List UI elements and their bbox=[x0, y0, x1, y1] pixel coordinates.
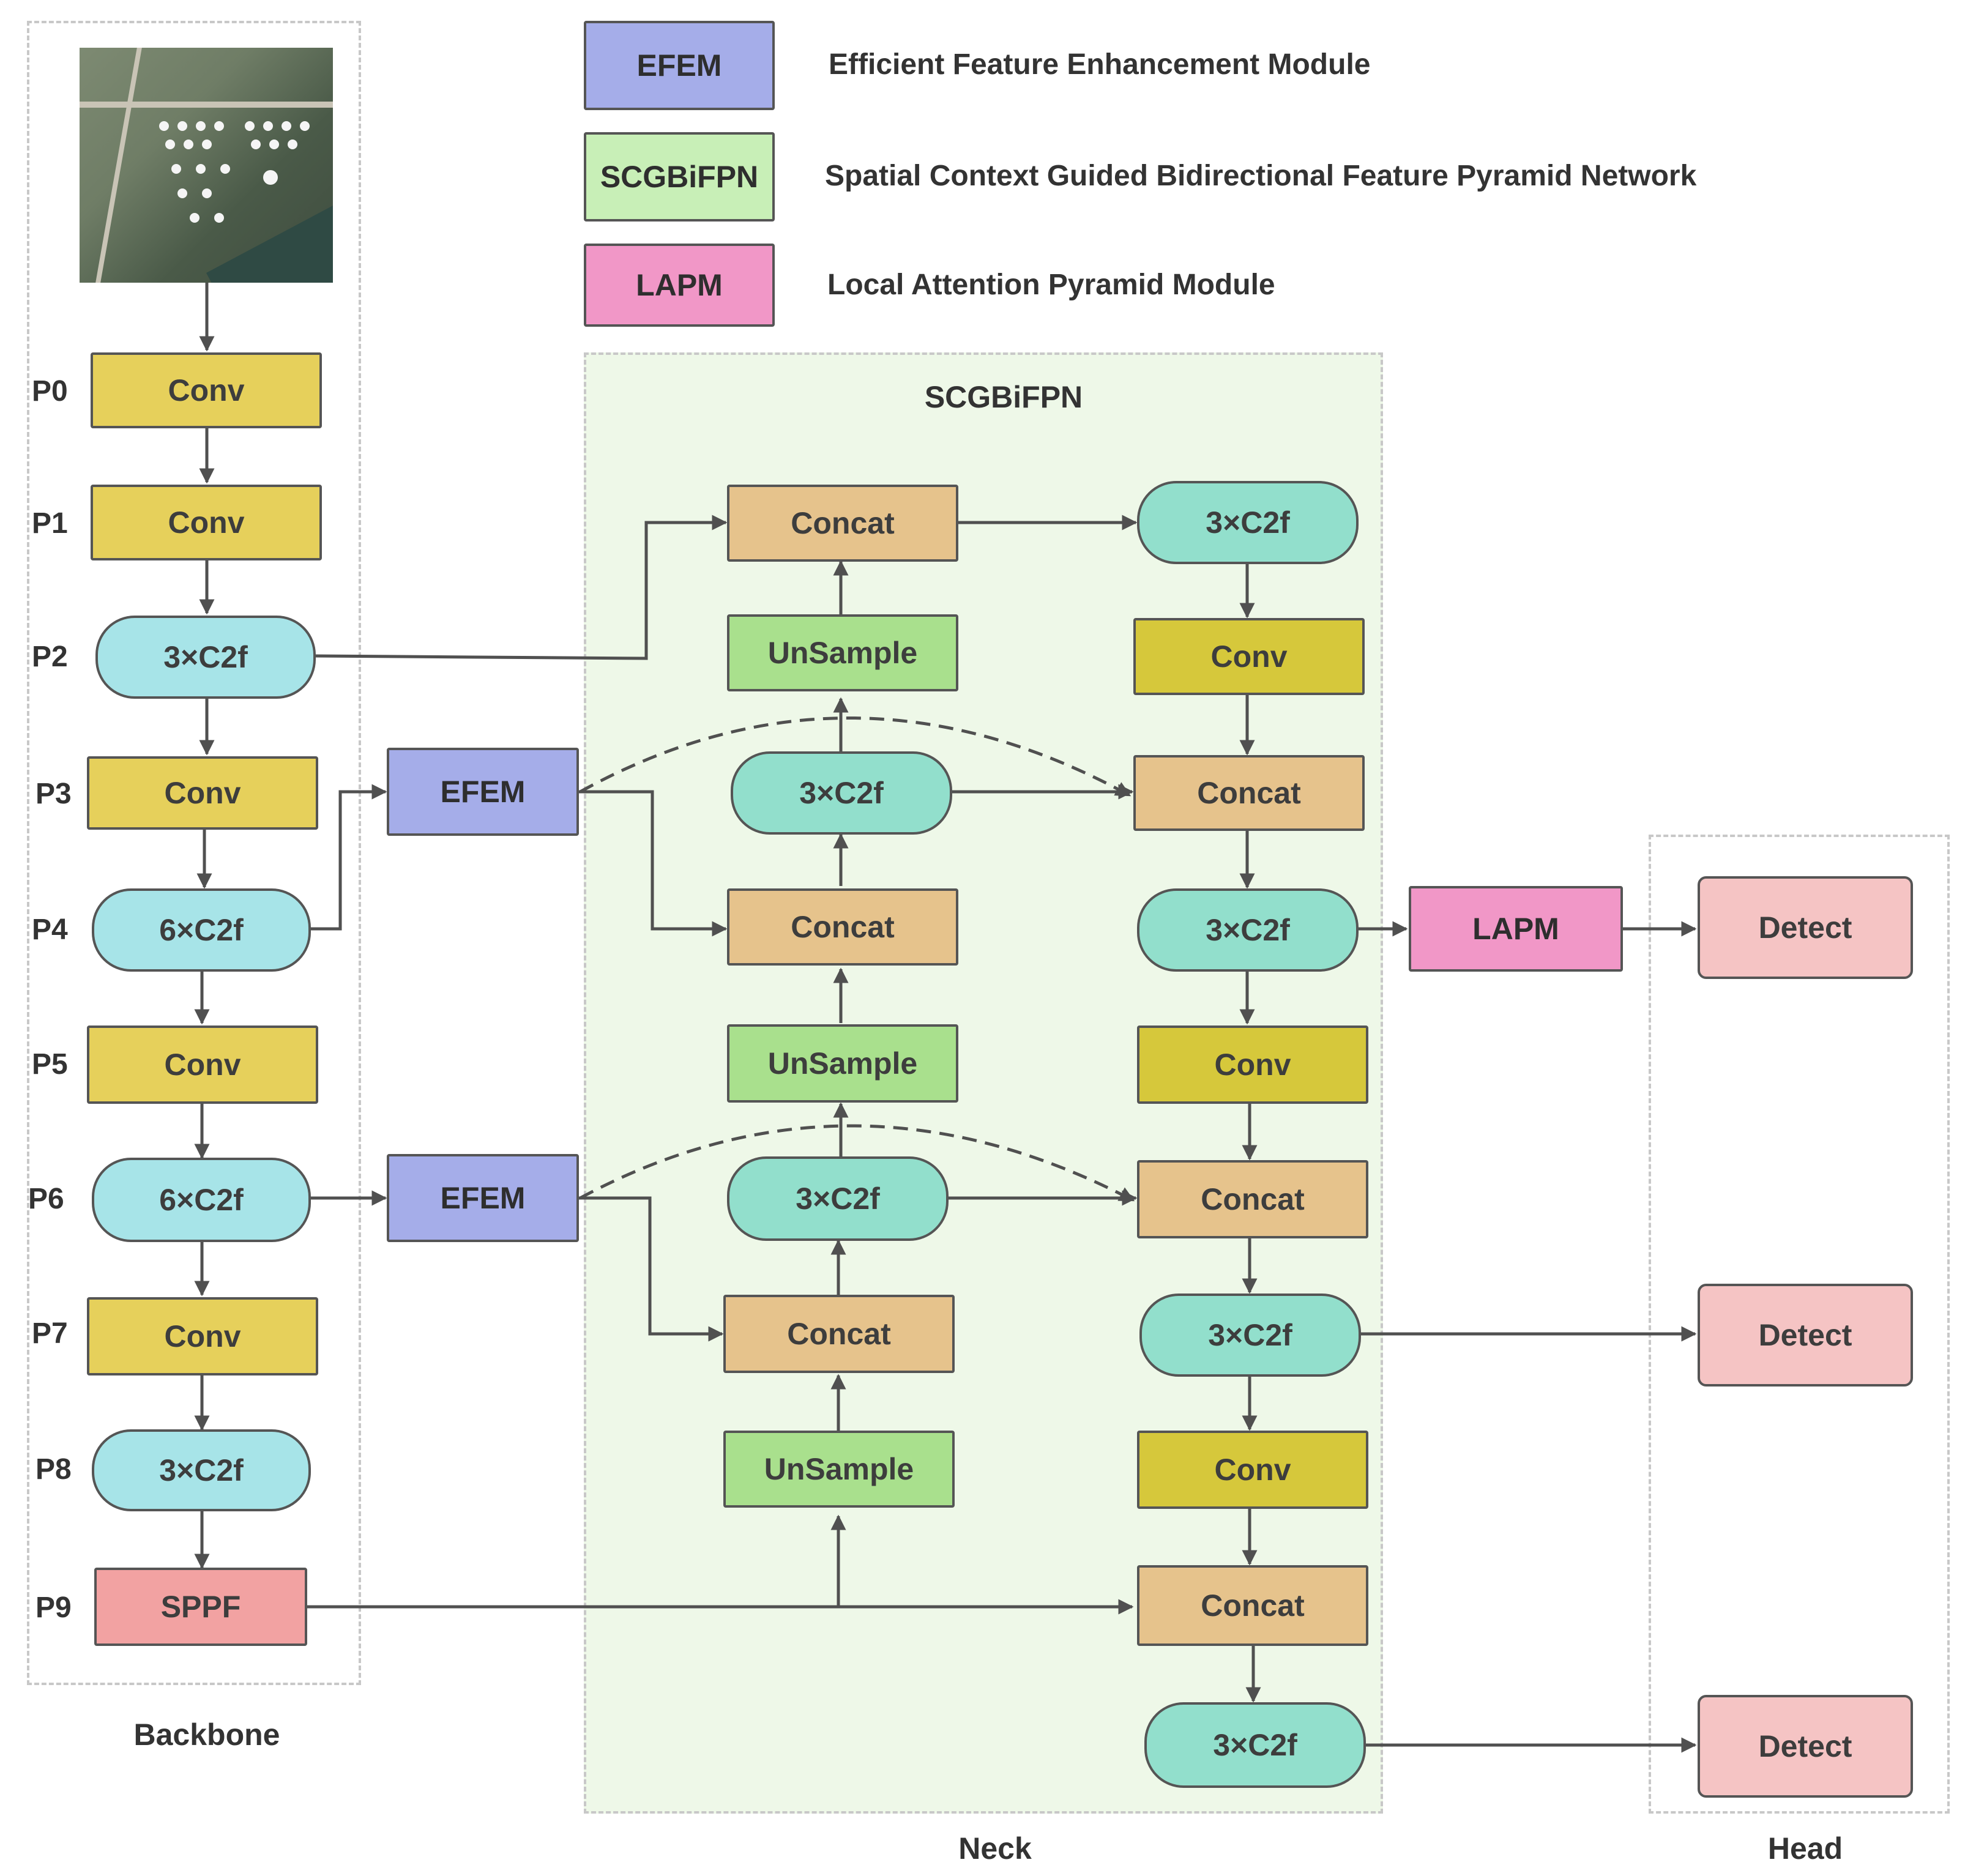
neck-right-concat-3: Concat bbox=[1137, 1565, 1368, 1646]
backbone-p7-conv: Conv bbox=[87, 1297, 318, 1375]
neck-mid-unsample-2: UnSample bbox=[727, 1024, 958, 1103]
level-label-p2: P2 bbox=[32, 641, 68, 673]
input-satellite-image bbox=[80, 48, 333, 283]
neck-title: SCGBiFPN bbox=[924, 380, 1083, 414]
level-label-p4: P4 bbox=[32, 914, 68, 946]
detect-head-1: Detect bbox=[1698, 876, 1913, 979]
level-label-p0: P0 bbox=[32, 375, 68, 408]
lapm-block: LAPM bbox=[1409, 886, 1623, 972]
backbone-p8-c2f: 3×C2f bbox=[92, 1429, 311, 1511]
level-label-p3: P3 bbox=[35, 778, 72, 810]
neck-right-concat-2: Concat bbox=[1137, 1160, 1368, 1238]
legend-scgbifpn-text: Spatial Context Guided Bidirectional Fea… bbox=[825, 160, 1697, 192]
legend-scgbifpn-swatch: SCGBiFPN bbox=[584, 132, 775, 221]
legend-efem-text: Efficient Feature Enhancement Module bbox=[829, 48, 1371, 81]
neck-right-c2f-3: 3×C2f bbox=[1139, 1293, 1361, 1377]
level-label-p5: P5 bbox=[32, 1048, 68, 1081]
neck-right-conv-3: Conv bbox=[1137, 1431, 1368, 1509]
neck-right-c2f-1: 3×C2f bbox=[1137, 481, 1359, 564]
backbone-p4-c2f: 6×C2f bbox=[92, 888, 311, 972]
backbone-region bbox=[27, 21, 361, 1685]
neck-right-c2f-4: 3×C2f bbox=[1144, 1702, 1366, 1788]
backbone-p6-c2f: 6×C2f bbox=[92, 1158, 311, 1242]
legend-lapm-swatch: LAPM bbox=[584, 244, 775, 327]
level-label-p6: P6 bbox=[28, 1183, 64, 1215]
level-label-p8: P8 bbox=[35, 1453, 72, 1486]
legend-lapm-text: Local Attention Pyramid Module bbox=[827, 269, 1275, 301]
neck-mid-unsample-1: UnSample bbox=[727, 614, 958, 691]
head-label: Head bbox=[1767, 1831, 1843, 1866]
neck-right-conv-2: Conv bbox=[1137, 1025, 1368, 1104]
neck-right-conv-1: Conv bbox=[1133, 618, 1365, 695]
backbone-p0-conv: Conv bbox=[91, 352, 322, 428]
level-label-p9: P9 bbox=[35, 1591, 72, 1624]
detect-head-2: Detect bbox=[1698, 1284, 1913, 1387]
neck-right-c2f-2: 3×C2f bbox=[1137, 888, 1359, 972]
backbone-p2-c2f: 3×C2f bbox=[95, 616, 316, 699]
efem-block-1: EFEM bbox=[387, 748, 579, 836]
backbone-p5-conv: Conv bbox=[87, 1025, 318, 1104]
backbone-p9-sppf: SPPF bbox=[94, 1568, 307, 1646]
backbone-p1-conv: Conv bbox=[91, 485, 322, 560]
level-label-p7: P7 bbox=[32, 1317, 68, 1350]
legend-efem-swatch: EFEM bbox=[584, 21, 775, 110]
neck-mid-c2f-1: 3×C2f bbox=[731, 751, 952, 835]
neck-right-concat-1: Concat bbox=[1133, 755, 1365, 831]
neck-mid-concat-1: Concat bbox=[727, 485, 958, 562]
neck-mid-concat-2: Concat bbox=[727, 888, 958, 966]
neck-label: Neck bbox=[958, 1831, 1032, 1866]
neck-mid-c2f-2: 3×C2f bbox=[727, 1156, 949, 1241]
neck-mid-unsample-3: UnSample bbox=[723, 1431, 955, 1508]
backbone-p3-conv: Conv bbox=[87, 756, 318, 830]
head-region bbox=[1649, 835, 1950, 1814]
efem-block-2: EFEM bbox=[387, 1154, 579, 1242]
detect-head-3: Detect bbox=[1698, 1695, 1913, 1798]
level-label-p1: P1 bbox=[32, 507, 68, 540]
neck-mid-concat-3: Concat bbox=[723, 1295, 955, 1373]
backbone-label: Backbone bbox=[133, 1718, 280, 1752]
